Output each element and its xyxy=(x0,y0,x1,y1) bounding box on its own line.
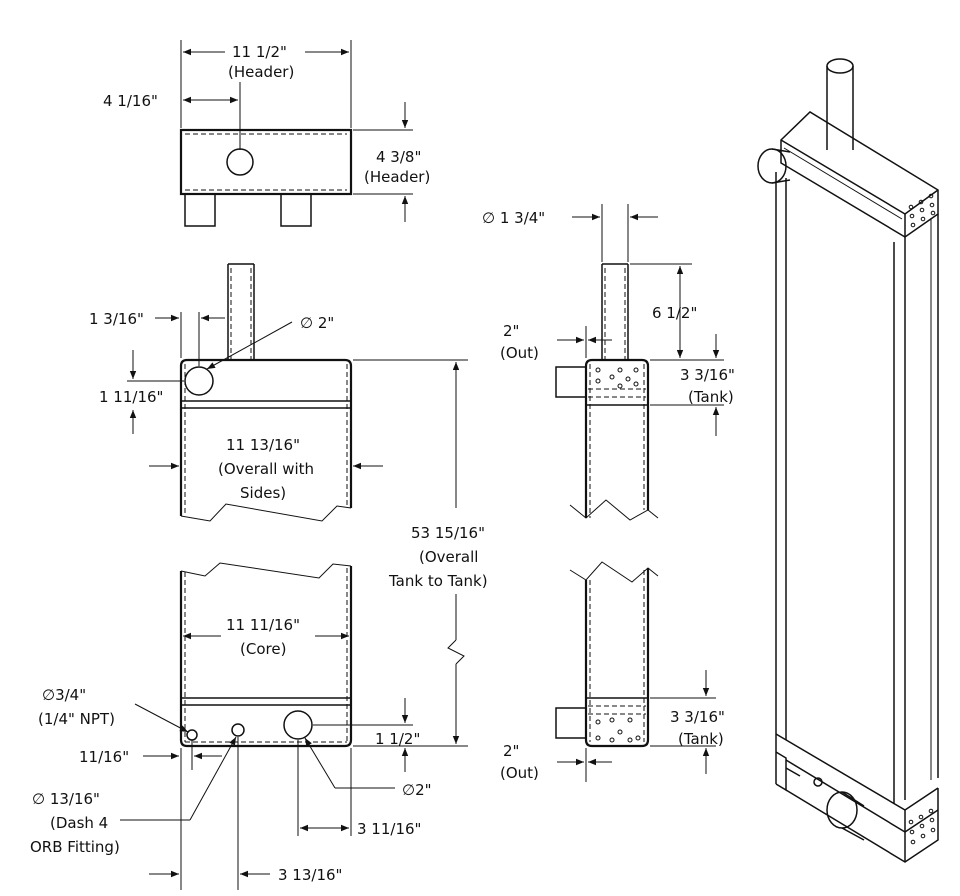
dim-tank-top-note: (Tank) xyxy=(688,388,734,406)
bolt-holes-top xyxy=(595,367,639,389)
overall-length-dimension: 53 15/16" (Overall Tank to Tank) xyxy=(353,359,488,747)
side-outlet-stub xyxy=(555,366,587,398)
orb-port-circle xyxy=(231,723,245,737)
dim-out-bottom-note: (Out) xyxy=(500,764,539,782)
dim-out-top: 2" xyxy=(503,322,519,340)
outlet-circle xyxy=(283,710,313,740)
iso-bottom-bolts xyxy=(908,808,936,845)
front-view-upper: 1 3/16" ∅ 2" 1 11/16" 11 13/16" (Overall… xyxy=(89,263,383,522)
side-view-lower: 3 3/16" (Tank) 2" (Out) xyxy=(500,561,725,782)
dim-header-depth: 4 3/8" xyxy=(376,148,421,166)
dim-out-top-note: (Out) xyxy=(500,344,539,362)
isometric-view xyxy=(757,58,939,863)
dim-outlet-dia: ∅2" xyxy=(402,781,432,799)
dim-core-width: 11 11/16" xyxy=(226,616,300,634)
dim-header-depth-note: (Header) xyxy=(364,168,430,186)
dim-overall-width-note2: Sides) xyxy=(240,484,286,502)
dim-pipe-height: 6 1/2" xyxy=(652,304,697,322)
dim-overall-length-note2: Tank to Tank) xyxy=(388,572,488,590)
bolt-holes-bottom xyxy=(595,717,641,743)
inlet-circle xyxy=(184,366,214,396)
dim-overall-length-note1: (Overall xyxy=(419,548,478,566)
dim-header-width-note: (Header) xyxy=(228,63,294,81)
dim-npt-note: (1/4" NPT) xyxy=(38,710,115,728)
top-view: 11 1/2" (Header) 4 1/16" 4 3/8" (Header) xyxy=(103,40,430,227)
header-inlet-circle xyxy=(226,148,254,176)
dim-out-bottom: 2" xyxy=(503,742,519,760)
dim-npt-dia: ∅3/4" xyxy=(42,686,86,704)
dim-pipe-dia: ∅ 1 3/4" xyxy=(482,209,545,227)
dim-overall-length: 53 15/16" xyxy=(411,524,485,542)
dim-orb-offset: 3 13/16" xyxy=(278,866,342,884)
dim-npt-offset: 11/16" xyxy=(79,748,129,766)
dim-inlet-offset: 1 3/16" xyxy=(89,310,144,328)
dim-orb-dia: ∅ 13/16" xyxy=(32,790,100,808)
side-view-upper: ∅ 1 3/4" 6 1/2" 2" (Out) 3 3/16" (Tank) xyxy=(482,204,735,521)
dim-tank-top: 3 3/16" xyxy=(680,366,735,384)
dim-inlet-height: 1 11/16" xyxy=(99,388,163,406)
dim-tank-bottom: 3 3/16" xyxy=(670,708,725,726)
dim-orb-note1: (Dash 4 xyxy=(50,814,108,832)
iso-top-bolts xyxy=(908,193,936,228)
dim-overall-width-note1: (Overall with xyxy=(218,460,314,478)
dim-tank-bottom-note: (Tank) xyxy=(678,730,724,748)
dim-bottom-height: 1 1/2" xyxy=(375,730,420,748)
dim-header-width: 11 1/2" xyxy=(232,43,287,61)
dim-orb-note2: ORB Fitting) xyxy=(30,838,120,856)
npt-port-circle xyxy=(186,729,198,741)
dim-core-width-note: (Core) xyxy=(240,640,286,658)
front-view-lower: 11 11/16" (Core) ∅3/4" (1/4" NPT) 11/16"… xyxy=(30,562,432,890)
dim-header-inlet-offset: 4 1/16" xyxy=(103,92,158,110)
iso-drain-port xyxy=(813,777,823,787)
dim-inlet-dia: ∅ 2" xyxy=(300,314,334,332)
dim-outlet-offset: 3 11/16" xyxy=(357,820,421,838)
dim-overall-width: 11 13/16" xyxy=(226,436,300,454)
side-outlet-stub-bottom xyxy=(555,707,587,739)
